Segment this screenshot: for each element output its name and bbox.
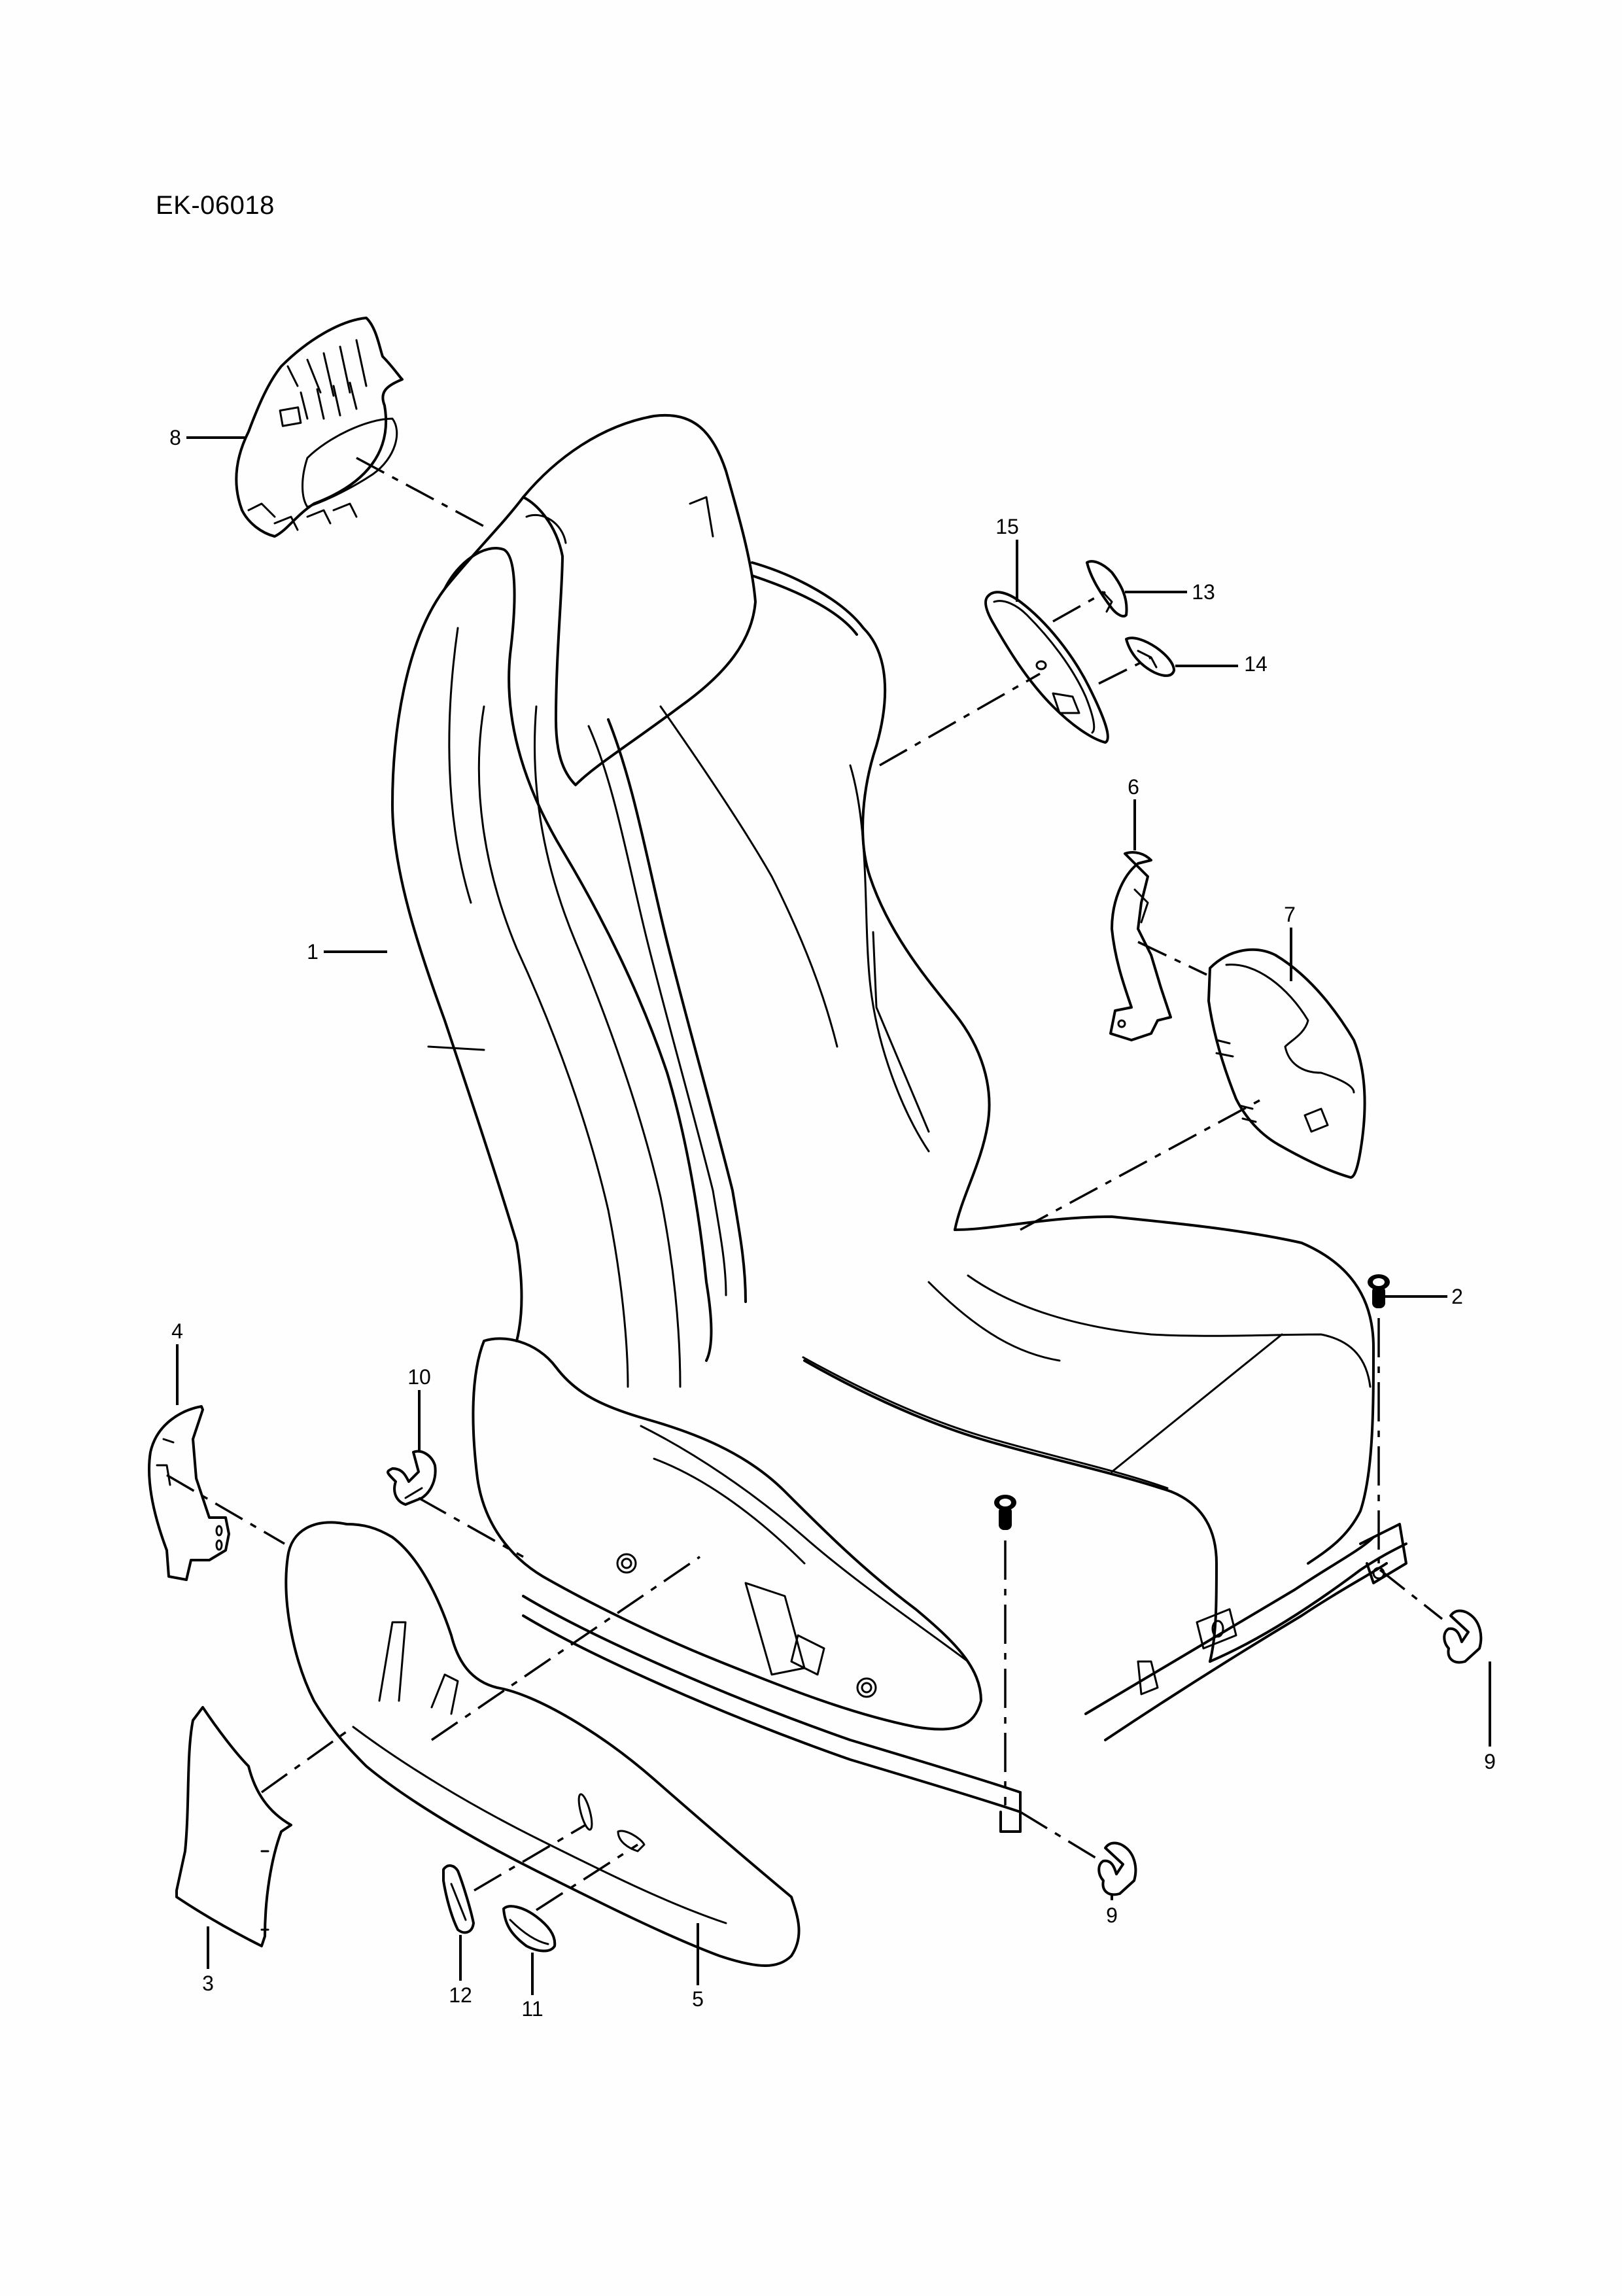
callout-6: 6 (1128, 775, 1139, 799)
part-9-rail-end-cap-left (1097, 1841, 1137, 1896)
part-8-headrest-cover (235, 317, 404, 538)
part-13-switch-knob-upper (1086, 560, 1128, 617)
part-10-rail-end-cap (387, 1450, 437, 1506)
part-2-screw (1368, 1274, 1390, 1308)
callout-4: 4 (171, 1319, 183, 1343)
callout-15: 15 (995, 515, 1019, 538)
callout-2: 2 (1451, 1285, 1463, 1308)
part-1-seat-assembly (391, 413, 1407, 1833)
callout-3: 3 (202, 1972, 214, 1995)
part-7-back-side-cover (1207, 948, 1366, 1179)
part-15-switch-bezel (984, 591, 1109, 744)
part-6-switch-bracket (1109, 851, 1172, 1041)
callout-7: 7 (1284, 903, 1296, 926)
part-12-knob-small (442, 1864, 475, 1934)
part-5-side-shield (285, 1521, 801, 1967)
part-11-knob (502, 1905, 557, 1953)
callout-5: 5 (692, 1987, 704, 2011)
callout-9-left: 9 (1106, 1904, 1118, 1927)
callout-12: 12 (449, 1983, 472, 2007)
callout-9-right: 9 (1484, 1750, 1496, 1773)
callout-1: 1 (307, 940, 319, 964)
screw-center (994, 1495, 1016, 1530)
callout-14: 14 (1244, 652, 1268, 676)
part-9-rail-end-cap-right (1443, 1609, 1483, 1664)
callout-13: 13 (1192, 580, 1215, 604)
callout-10: 10 (407, 1365, 431, 1389)
callout-11: 11 (521, 1997, 544, 2021)
part-3-side-trim-panel (175, 1706, 292, 1947)
diagram-title: EK-06018 (156, 191, 275, 220)
callout-8: 8 (169, 426, 181, 449)
part-4-bracket-cover (148, 1405, 230, 1581)
